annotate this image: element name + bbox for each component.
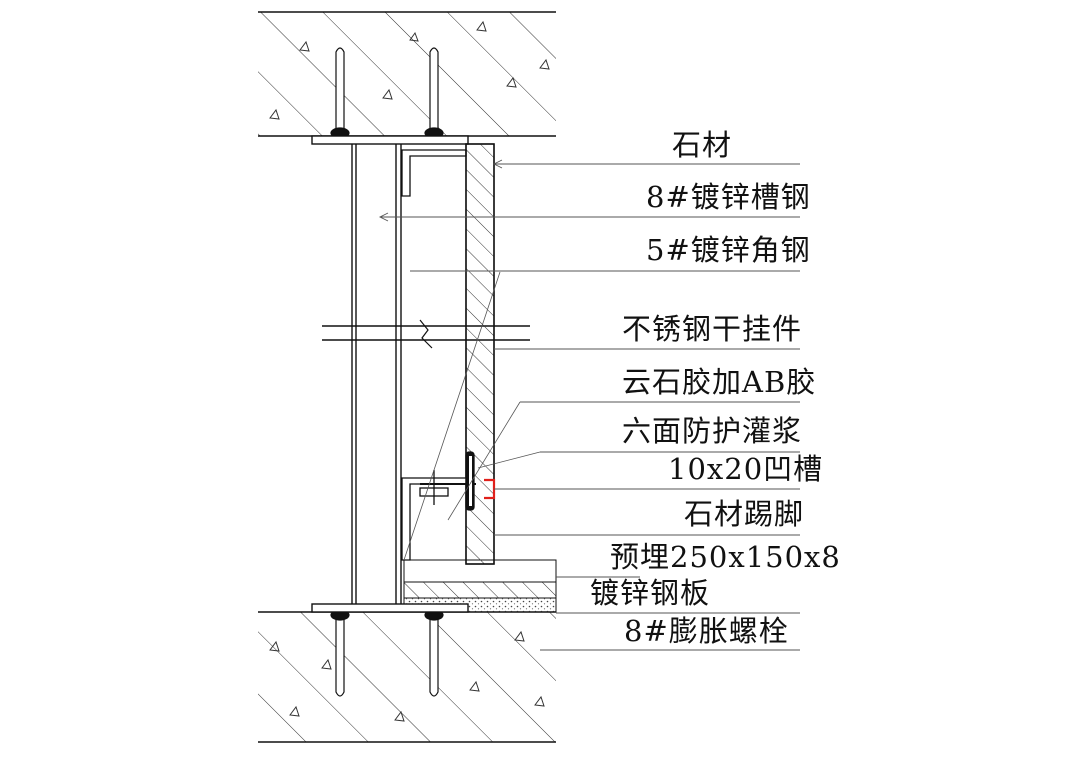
embedded-steel-plates	[311, 135, 469, 613]
bottom-concrete-slab	[258, 611, 556, 743]
label-channel-steel: 8#镀锌槽钢	[646, 180, 811, 214]
channel-steel-column	[322, 144, 530, 604]
stainless-hanger-assembly	[401, 451, 476, 561]
label-embedded-plate-line2: 镀锌钢板	[590, 576, 711, 610]
label-embedded-plate-line1: 预埋250x150x8	[610, 540, 841, 574]
label-angle-steel: 5#镀锌角钢	[646, 233, 811, 267]
label-expansion-bolt: 8#膨胀螺栓	[624, 614, 789, 648]
construction-leader-diagonals	[403, 271, 541, 561]
label-leader-lines	[380, 163, 800, 651]
label-stone: 石材	[672, 128, 733, 162]
angle-steel-top	[401, 149, 467, 197]
label-stone-skirting: 石材踢脚	[684, 497, 805, 531]
leader-arrowheads	[378, 159, 503, 222]
label-marble-glue: 云石胶加AB胶	[622, 365, 817, 399]
label-stainless-hanger: 不锈钢干挂件	[622, 312, 803, 346]
label-six-side-protection: 六面防护灌浆	[622, 414, 803, 448]
top-concrete-slab	[258, 11, 556, 137]
label-groove: 10x20凹槽	[668, 452, 824, 486]
bottom-expansion-bolts	[330, 609, 444, 697]
